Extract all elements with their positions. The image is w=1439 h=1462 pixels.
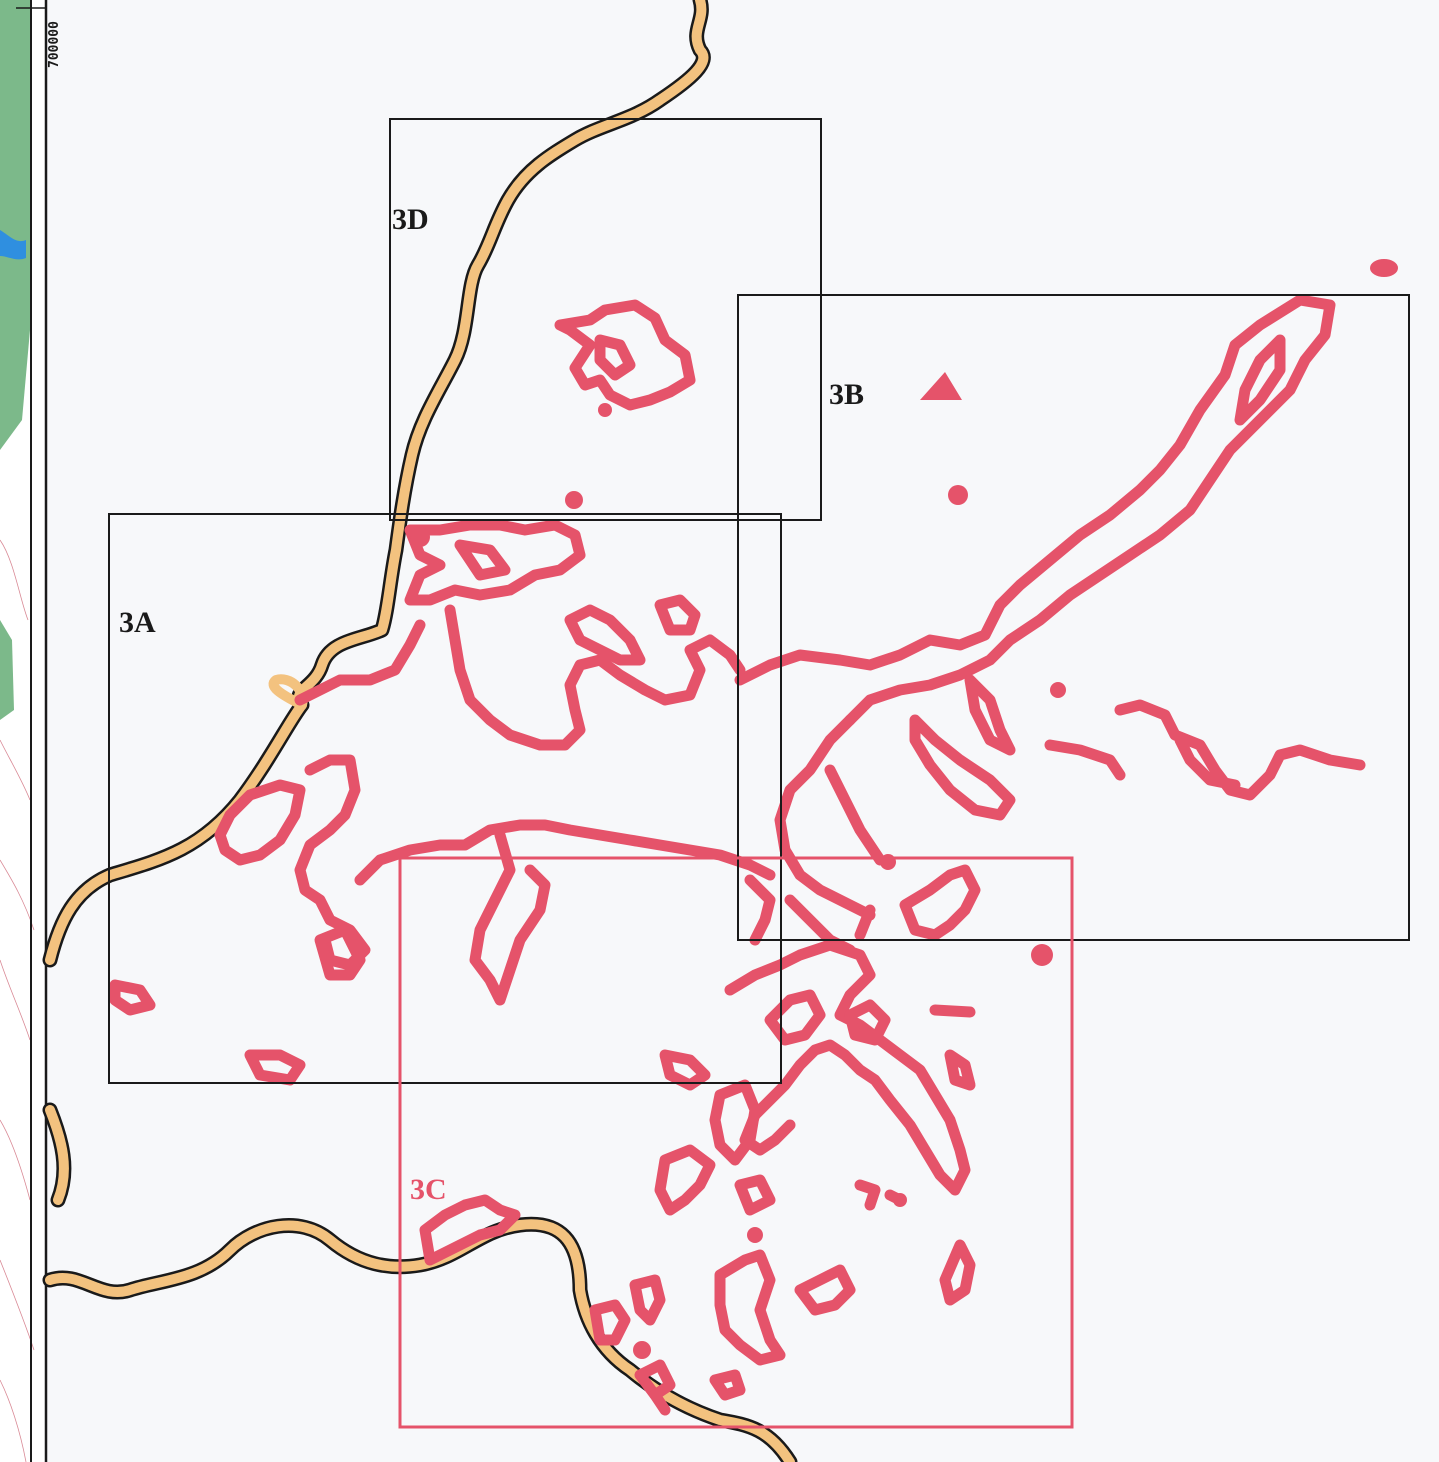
- feature-patch: [734, 1174, 776, 1216]
- feature-patch: [649, 1389, 671, 1416]
- feature-patch: [764, 989, 826, 1046]
- feature-patch: [314, 924, 366, 981]
- feature-patch: [929, 1004, 976, 1018]
- coordinate-label: 700000: [47, 21, 62, 68]
- feature-dot: [1370, 259, 1398, 277]
- green-land-area-2: [0, 620, 14, 720]
- feature-dot: [880, 854, 896, 870]
- feature-dot: [1031, 944, 1053, 966]
- frame-label-3B: 3B: [829, 378, 864, 411]
- feature-patch: [709, 1369, 746, 1401]
- feature-patch: [899, 864, 981, 941]
- feature-patch: [774, 714, 1016, 921]
- feature-patch: [354, 819, 776, 886]
- feature-patch: [214, 779, 306, 866]
- feature-patch: [564, 604, 646, 666]
- feature-patch: [794, 1264, 856, 1316]
- feature-dot: [893, 1193, 907, 1207]
- frame-3D: [389, 118, 822, 521]
- frame-label-3A: 3A: [119, 606, 156, 639]
- frame-3C: [398, 856, 1074, 1429]
- frame-label-3D: 3D: [392, 203, 429, 236]
- feature-patch: [634, 1359, 676, 1401]
- feature-patch: [294, 619, 426, 706]
- feature-patch: [589, 1299, 631, 1346]
- feature-patch: [404, 519, 586, 606]
- feature-patch: [714, 1249, 786, 1366]
- feature-patch: [944, 1049, 976, 1091]
- feature-patch: [454, 539, 511, 581]
- boundary-left: [42, 1102, 72, 1208]
- left-margin: 700000: [0, 0, 62, 1462]
- feature-dot: [565, 491, 583, 509]
- feature-dot: [747, 1227, 763, 1243]
- feature-patch: [109, 979, 156, 1016]
- feature-polygons: [109, 294, 1366, 1416]
- water-body: [0, 230, 26, 260]
- feature-patch: [939, 1239, 976, 1306]
- feature-patch: [244, 1049, 306, 1086]
- green-land-area: [0, 0, 30, 450]
- feature-patch: [594, 334, 636, 381]
- feature-patch: [964, 674, 1016, 756]
- feature-patch: [419, 1194, 521, 1266]
- feature-patch: [554, 299, 696, 411]
- feature-dot: [410, 527, 430, 547]
- feature-patch: [629, 1274, 666, 1326]
- feature-patch: [654, 1144, 716, 1216]
- feature-patch: [1044, 699, 1366, 801]
- feature-patch: [659, 1049, 711, 1091]
- boundary-north: [42, 0, 711, 968]
- feature-dot: [920, 372, 962, 400]
- feature-patch: [469, 829, 551, 1006]
- frame-labels: 3D 3B 3A 3C: [119, 203, 864, 1206]
- feature-dot: [598, 403, 612, 417]
- feature-dot: [633, 1341, 651, 1359]
- feature-patch: [654, 594, 701, 636]
- frame-label-3C: 3C: [410, 1173, 447, 1206]
- feature-patch: [709, 1079, 761, 1166]
- frame-3A: [108, 513, 782, 1084]
- index-frames: [108, 118, 1410, 1429]
- ridge-feature: [734, 294, 1336, 726]
- feature-patch: [1234, 334, 1286, 426]
- feature-dot: [1050, 682, 1066, 698]
- feature-patch: [724, 939, 971, 1196]
- feature-patch: [444, 604, 746, 751]
- feature-dot: [948, 485, 968, 505]
- feature-patch: [844, 999, 891, 1046]
